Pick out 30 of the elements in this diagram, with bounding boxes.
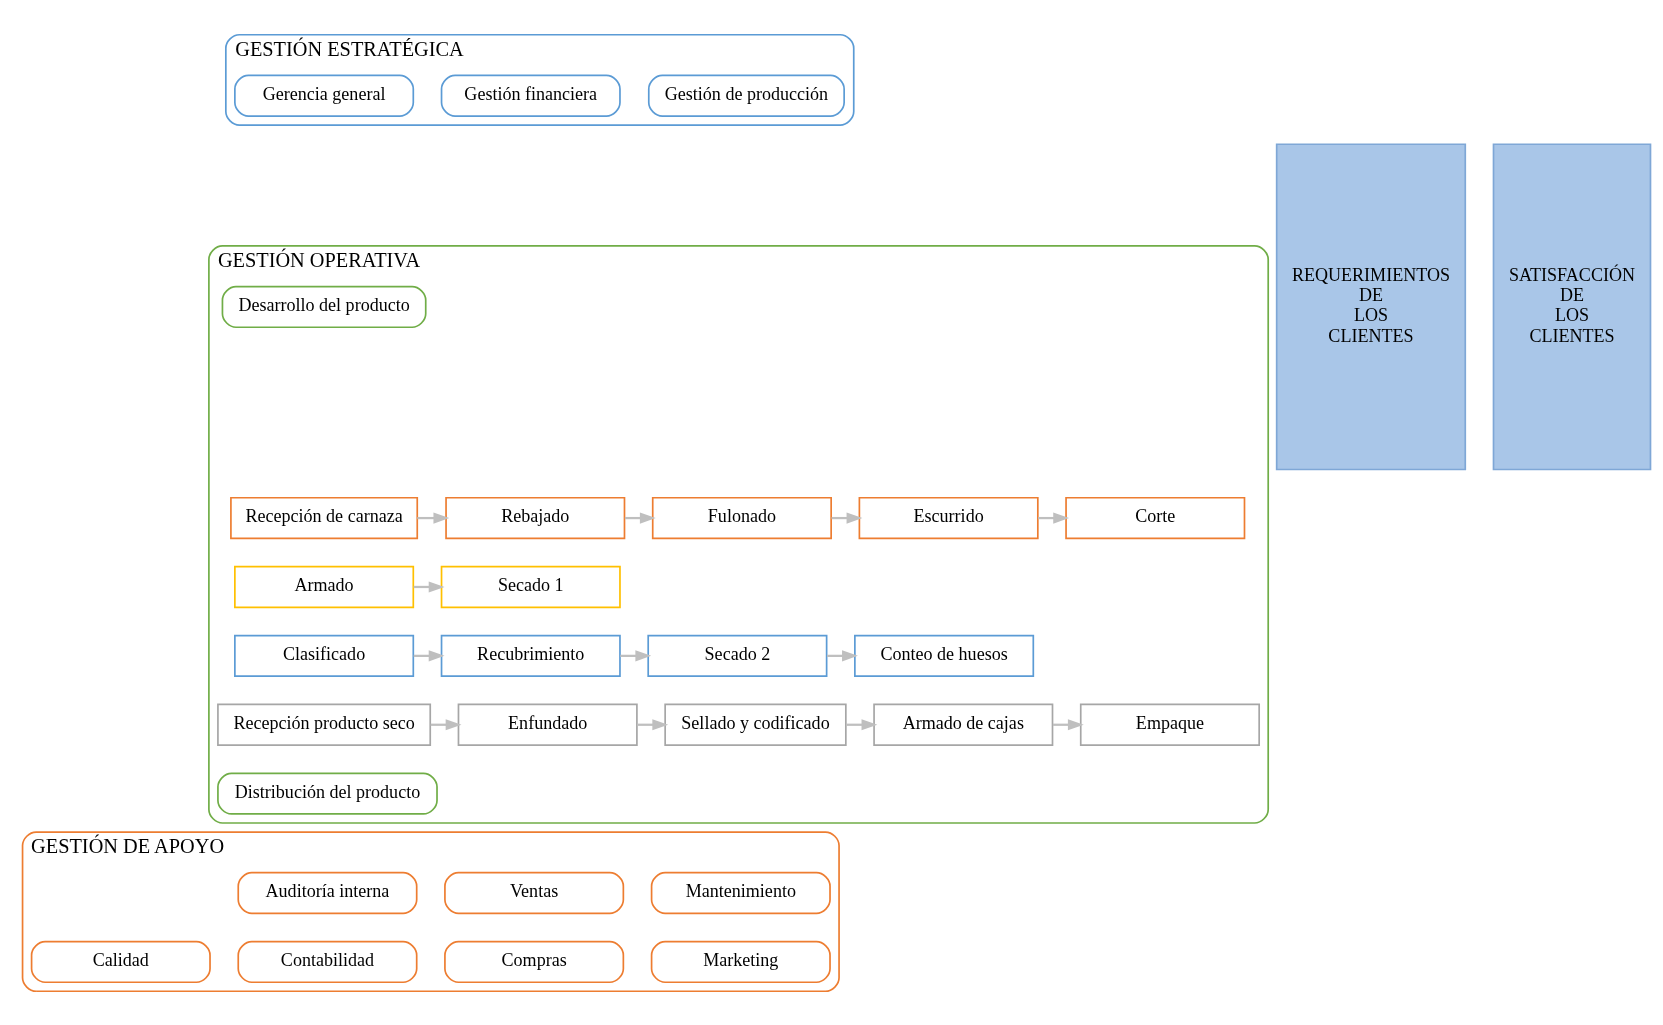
node-box: Distribución del producto (216, 771, 438, 815)
node-box: Clasificado (233, 634, 414, 677)
node-box: Secado 1 (440, 565, 621, 608)
node-box: Contabilidad (236, 940, 418, 983)
node-box: Auditoría interna (236, 871, 418, 914)
node-box: Armado de cajas (872, 703, 1053, 746)
node-box: Gestión financiera (440, 74, 621, 117)
node-box: Recubrimiento (440, 634, 621, 677)
node-box: Calidad (30, 940, 211, 983)
node-box: Fulonado (651, 496, 832, 539)
node-box: SATISFACCIÓN DE LOS CLIENTES (1492, 142, 1651, 470)
node-box: Desarrollo del producto (221, 285, 427, 328)
node-box: Conteo de huesos (853, 634, 1034, 677)
node-box: Gestión de producción (647, 74, 845, 117)
node-box: Empaque (1079, 703, 1260, 746)
node-box: Recepción producto seco (216, 703, 431, 746)
node-box: Escurrido (858, 496, 1039, 539)
node-box: Gerencia general (233, 74, 414, 117)
node-box: Recepción de carnaza (229, 496, 418, 539)
node-box: REQUERIMIENTOS DE LOS CLIENTES (1275, 142, 1466, 470)
node-box: Armado (233, 565, 414, 608)
node-box: Enfundado (457, 703, 638, 746)
node-box: Mantenimiento (650, 871, 831, 914)
node-box: Marketing (650, 940, 831, 983)
node-box: Secado 2 (646, 634, 827, 677)
node-box: Rebajado (444, 496, 625, 539)
node-box: Ventas (443, 871, 624, 914)
node-box: Sellado y codificado (663, 703, 847, 746)
node-box: Compras (443, 940, 624, 983)
node-box: Corte (1064, 496, 1245, 539)
